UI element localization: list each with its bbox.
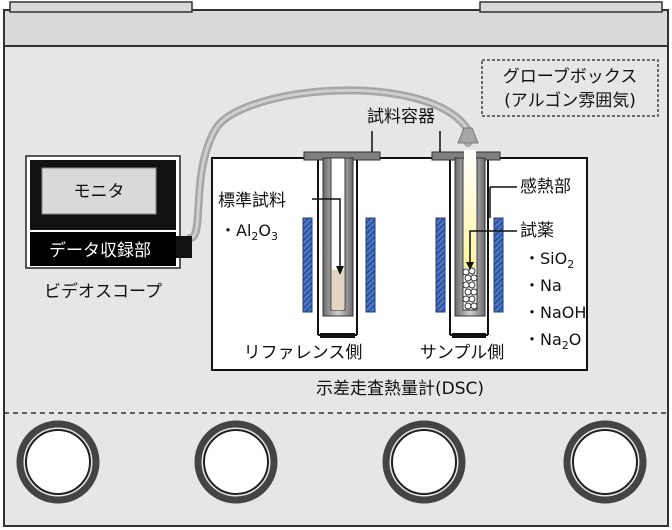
data-acquisition-label: データ収録部 [49,240,151,261]
reagent-label: 試薬 [520,221,554,241]
glovebox-top-tab-right [479,1,663,13]
reagent-na2o: ・Na2O [524,330,581,352]
data-acquisition-unit [30,232,176,266]
sample-side-label: サンプル側 [420,343,505,363]
reagent-arrow [469,230,517,266]
glovebox-label-box [481,59,659,117]
monitor-icon [41,167,157,215]
crucible-icon [322,157,354,317]
glovebox-atmosphere-label: (アルゴン雰囲気) [504,90,636,111]
glove-port-icon [16,420,100,504]
reagent-sio2: ・SiO2 [524,249,574,271]
heater-icon [493,217,504,313]
dsc-label: 示差走査熱量計(DSC) [316,379,484,399]
heater-icon [302,217,313,313]
standard-sample-arrow [312,198,341,270]
standard-sample-label: 標準試料 [218,191,286,211]
monitor-label: モニタ [74,182,125,202]
dsc-body [211,157,588,371]
reference-powder [332,270,344,310]
sensor-label: 感熱部 [520,177,571,197]
scope-tip [457,127,479,144]
al2o3-label: ・Al2O3 [220,221,278,243]
glove-port-icon [382,420,466,504]
heater-icon [365,217,376,313]
videoscope-unit [25,155,192,269]
reagent-na: ・Na [524,276,562,295]
glove-port-icon [563,420,647,504]
videoscope-label: ビデオスコープ [44,281,162,302]
glove-port-icon [194,420,278,504]
reference-side-label: リファレンス側 [244,343,363,363]
glovebox-label: グローブボックス [503,66,637,87]
reagent-naoh: ・NaOH [524,303,586,322]
sample-container-label: 試料容器 [367,107,435,127]
scope-tube-icon [464,150,476,268]
sample-reagent-pellets [462,267,478,310]
glovebox-top-rail [3,9,669,47]
heater-icon [435,217,446,313]
glovebox-top-tab-left [9,1,193,13]
cable-connector [176,236,192,258]
